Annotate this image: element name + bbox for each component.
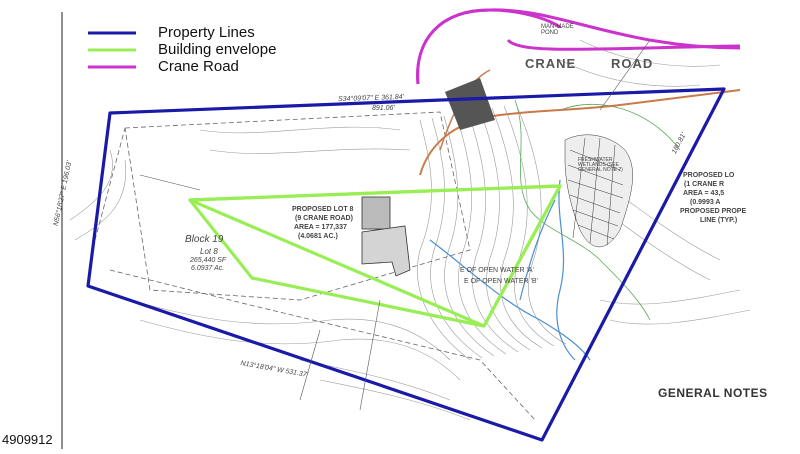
wetlands-hatch [564, 134, 633, 248]
open-water-b: E OF OPEN WATER 'B' [464, 278, 538, 285]
turnaround-hatch [445, 78, 495, 130]
wetland-boundary [514, 99, 681, 321]
right-prop-line-typ: LINE (TYP.) [700, 217, 738, 224]
crane-road-south-edge [506, 38, 741, 51]
right-lot-acres: (0.9993 A [690, 199, 721, 206]
road-label-road: ROAD [611, 56, 654, 71]
lot-address: (9 CRANE ROAD) [295, 215, 353, 222]
house-footprint [361, 196, 411, 277]
leader-lines [139, 39, 651, 411]
lot-number: Lot 8 [200, 247, 218, 256]
lot-sf: 265,440 SF [190, 257, 227, 264]
legend-building-envelope: Building envelope [158, 41, 277, 58]
setback-lines [94, 111, 536, 421]
open-water-a: E OF OPEN WATER 'A' [460, 267, 534, 274]
right-prop-line: PROPOSED PROPE [680, 208, 747, 215]
driveway [419, 89, 741, 176]
legend-crane-road: Crane Road [158, 58, 239, 75]
contour-lines [69, 39, 751, 421]
block-label: Block 19 [185, 234, 224, 245]
property-lines-polygon [86, 87, 726, 442]
right-lot-title: PROPOSED LO [683, 172, 735, 179]
legend-property-lines: Property Lines [158, 24, 255, 41]
road-label-crane: CRANE [525, 56, 577, 71]
mls-number: 4909912 [2, 432, 53, 447]
building-envelope-outline [188, 184, 562, 328]
lot-area: AREA = 177,337 [294, 224, 347, 231]
freshwater-label: FRESHWATER WETLANDS (SEE GENERAL NOTE 2) [578, 157, 623, 173]
lot-title: PROPOSED LOT 8 [292, 206, 354, 213]
pond-label: MAN-MADE POND [541, 24, 574, 36]
bearing-top-length: 891.06' [372, 105, 395, 112]
lot-acres: (4.0681 AC.) [298, 233, 338, 240]
crane-road-edge [416, 8, 741, 85]
general-notes-title: GENERAL NOTES [658, 386, 768, 400]
right-lot-area: AREA = 43,5 [683, 190, 725, 197]
lot-ac: 6.0937 Ac. [191, 265, 225, 272]
streams [429, 179, 591, 361]
right-lot-address: (1 CRANE R [684, 181, 725, 188]
